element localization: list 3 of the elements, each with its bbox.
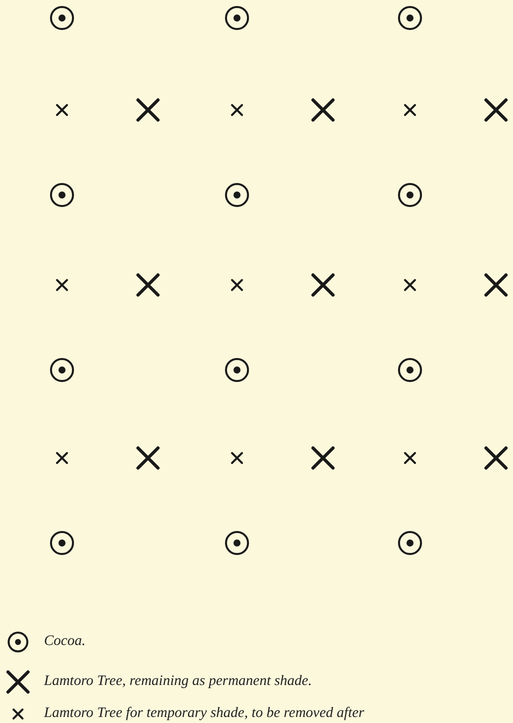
legend-text: Cocoa. (44, 632, 86, 650)
legend-text: Lamtoro Tree for temporary shade, to be removed after (44, 704, 364, 722)
legend-text: Lamtoro Tree, remaining as permanent shade. (44, 672, 312, 690)
